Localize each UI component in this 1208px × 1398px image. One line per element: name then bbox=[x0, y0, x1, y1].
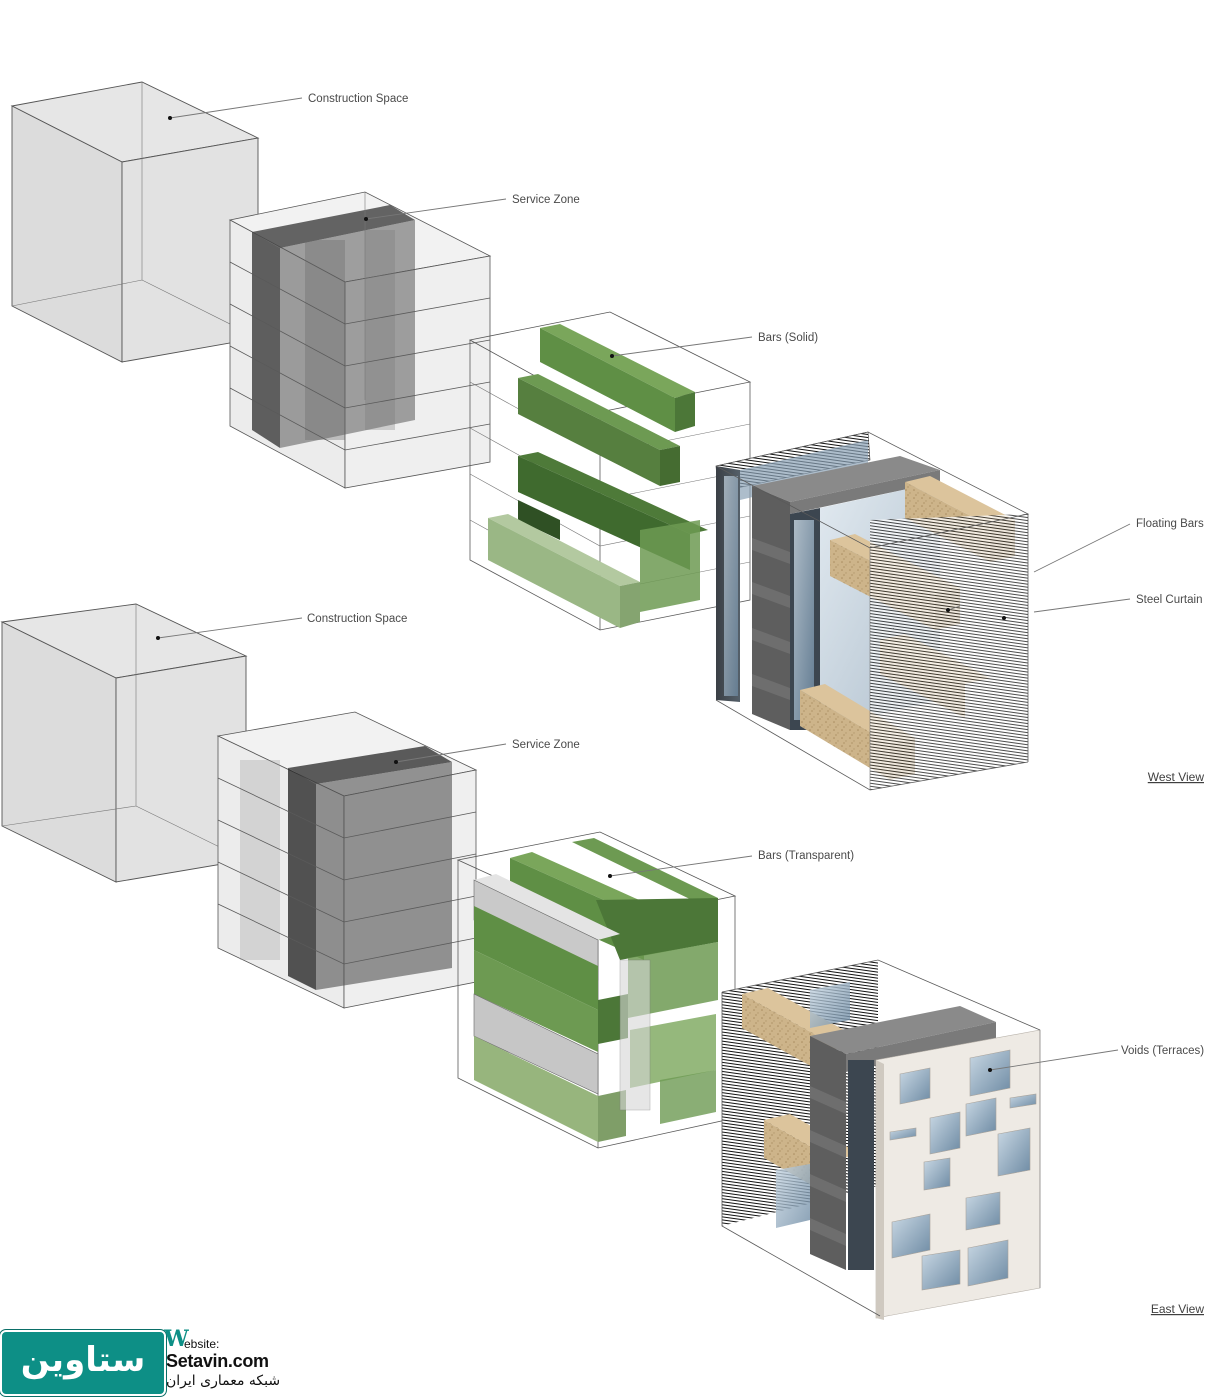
label-east-view: East View bbox=[1151, 1302, 1204, 1316]
label-voids-terraces: Voids (Terraces) bbox=[1121, 1045, 1204, 1057]
label-floating-bars: Floating Bars bbox=[1136, 518, 1204, 530]
west-view-building bbox=[715, 431, 1030, 791]
label-service-zone-bottom: Service Zone bbox=[512, 739, 580, 751]
label-bars-solid: Bars (Solid) bbox=[758, 332, 818, 344]
label-west-view: West View bbox=[1148, 770, 1205, 784]
bars-transparent-box bbox=[456, 831, 737, 1149]
labels: Construction Space Service Zone Bars (So… bbox=[307, 93, 1204, 1316]
label-service-zone-top: Service Zone bbox=[512, 194, 580, 206]
label-construction-space-bottom: Construction Space bbox=[307, 613, 407, 625]
website-url: Setavin.com bbox=[166, 1351, 269, 1371]
construction-space-box-bottom bbox=[0, 603, 248, 883]
service-zone-box-bottom bbox=[216, 711, 478, 1009]
label-steel-curtain: Steel Curtain bbox=[1136, 594, 1202, 606]
service-zone-box-top bbox=[228, 191, 492, 489]
bars-solid-box bbox=[468, 311, 752, 631]
website-label: ebsite: bbox=[184, 1337, 220, 1351]
leader-lines bbox=[156, 97, 1131, 1072]
east-view-building bbox=[721, 959, 1041, 1320]
construction-space-box-top bbox=[10, 81, 260, 363]
website-tagline: شبکه معماری ایران bbox=[166, 1373, 281, 1389]
website-initial: W bbox=[164, 1326, 189, 1352]
label-bars-transparent: Bars (Transparent) bbox=[758, 850, 854, 862]
label-construction-space-top: Construction Space bbox=[308, 93, 408, 105]
website-block: W ebsite: Setavin.com شبکه معماری ایران bbox=[164, 1326, 324, 1394]
logo-text: ستاوین bbox=[20, 1340, 146, 1380]
setavin-logo: ستاوین bbox=[0, 1330, 166, 1396]
